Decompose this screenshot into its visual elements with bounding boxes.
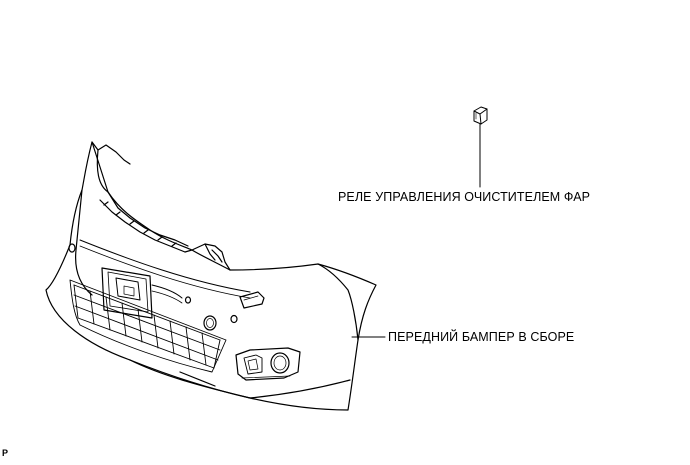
corner-mark: P — [2, 448, 9, 458]
bumper-callout-label: ПЕРЕДНИЙ БАМПЕР В СБОРЕ — [388, 330, 575, 344]
relay-callout-label: РЕЛЕ УПРАВЛЕНИЯ ОЧИСТИТЕЛЕМ ФАР — [338, 190, 591, 204]
front-bumper-assembly — [45, 141, 377, 411]
headlamp-cleaner-relay — [473, 106, 488, 125]
